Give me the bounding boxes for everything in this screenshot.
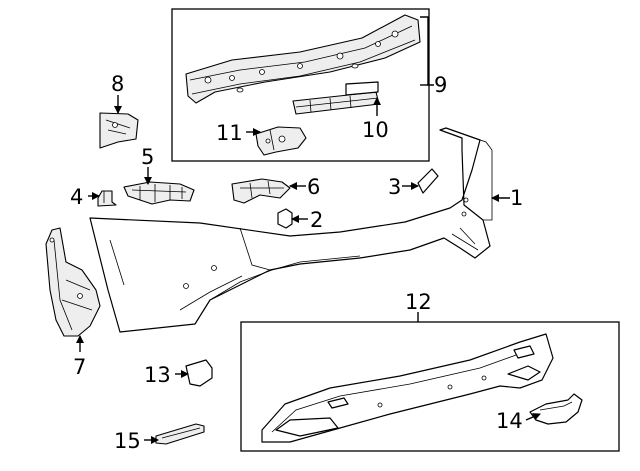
callout-7: 7	[73, 355, 86, 379]
reflector-part-3	[417, 168, 439, 194]
clip-part-4	[97, 190, 117, 207]
nut-part-2	[277, 208, 293, 229]
callout-1: 1	[510, 186, 523, 210]
side-bracket-part-6	[231, 178, 291, 204]
reinforcement-beam-part	[185, 14, 421, 104]
lower-garnish-part-12	[261, 333, 554, 443]
retainer-part-5	[123, 181, 195, 205]
group-box-12	[240, 321, 620, 452]
callout-4: 4	[70, 185, 83, 209]
callout-3: 3	[388, 175, 401, 199]
bracket-part-11	[255, 126, 307, 156]
callout-14: 14	[496, 409, 523, 433]
cover-part-13	[185, 359, 213, 387]
bracket-part-8	[99, 112, 139, 149]
callout-9: 9	[434, 73, 447, 97]
absorber-part-10	[292, 81, 380, 115]
strip-part-15	[155, 423, 205, 445]
callout-labels: 1 2 3 4 5 6 7 8 9 10 11 12 13 14 15	[70, 72, 523, 453]
callout-11: 11	[216, 121, 243, 145]
leader-lines	[76, 16, 541, 444]
bumper-cover-part-1	[89, 127, 493, 333]
callout-8: 8	[111, 72, 124, 96]
callout-13: 13	[144, 363, 171, 387]
callout-15: 15	[114, 429, 141, 453]
retainer-part-14	[529, 393, 583, 425]
side-bracket-part-7	[45, 227, 101, 337]
callout-6: 6	[307, 175, 320, 199]
callout-12: 12	[405, 290, 432, 314]
callout-2: 2	[310, 208, 323, 232]
callout-5: 5	[141, 145, 154, 169]
callout-10: 10	[362, 118, 389, 142]
